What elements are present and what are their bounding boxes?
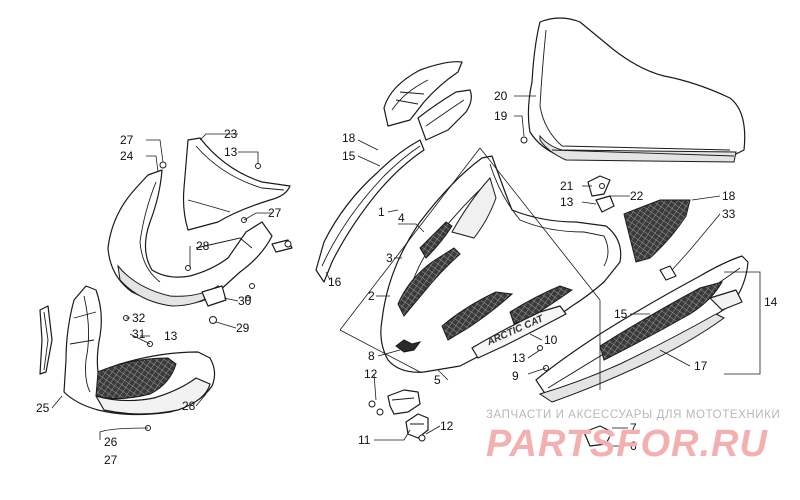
callout-label: 33 — [722, 207, 736, 221]
watermark-subtitle: ЗАПЧАСТИ И АКСЕССУАРЫ ДЛЯ МОТОТЕХНИКИ — [486, 409, 780, 421]
top-vent-lower — [417, 89, 472, 141]
callout-label: 18 — [342, 131, 356, 145]
lower-mesh — [95, 357, 177, 400]
front-mesh-left — [441, 291, 514, 341]
side-panel-mesh — [599, 281, 724, 361]
windshield-brackets — [587, 175, 615, 213]
callout-label: 13 — [164, 329, 178, 343]
callout-label: 14 — [764, 295, 778, 309]
callout-label: 7 — [630, 421, 637, 435]
callout-label: 3 — [386, 251, 393, 265]
callout-label: 28 — [182, 399, 196, 413]
trim-strip — [39, 305, 53, 375]
dash-panel — [182, 137, 291, 231]
callout-label: 22 — [630, 189, 644, 203]
callout-label: 27 — [104, 453, 118, 467]
hood-emblem — [395, 339, 422, 353]
callout-label: 19 — [494, 109, 508, 123]
callout-label: 31 — [132, 327, 146, 341]
callout-label: 27 — [120, 133, 134, 147]
windshield — [520, 17, 746, 163]
callout-label: 26 — [104, 435, 118, 449]
callout-label: 6 — [630, 439, 637, 453]
callout-label: 12 — [364, 367, 378, 381]
callout-label: 25 — [36, 401, 50, 415]
callout-label: 18 — [722, 189, 736, 203]
callout-label: 4 — [398, 211, 405, 225]
callout-label: 15 — [614, 307, 628, 321]
callout-label: 32 — [132, 311, 146, 325]
callout-label: 29 — [236, 321, 250, 335]
callout-label: 21 — [560, 179, 574, 193]
side-vent-mesh — [623, 199, 691, 263]
callout-label: 28 — [196, 239, 210, 253]
callout-label: 30 — [238, 294, 252, 308]
callout-label: 10 — [544, 333, 558, 347]
callout-label: 12 — [440, 419, 454, 433]
left-assembly — [39, 137, 293, 431]
callout-label: 20 — [494, 89, 508, 103]
callout-label: 5 — [434, 373, 441, 387]
callout-label: 15 — [342, 149, 356, 163]
hood-shell — [380, 155, 622, 373]
callout-label: 13 — [224, 145, 238, 159]
leader-lines — [51, 95, 721, 447]
watermark: ЗАПЧАСТИ И АКСЕССУАРЫ ДЛЯ МОТОТЕХНИКИ PA… — [486, 409, 780, 465]
assembly-outline — [339, 147, 601, 390]
callout-label: 11 — [358, 433, 371, 447]
watermark-brand: PARTSFOR.RU — [486, 423, 768, 465]
callout-label: 13 — [512, 351, 526, 365]
callout-label: 17 — [694, 359, 708, 373]
hood-vent-mesh-lower — [397, 247, 461, 317]
callout-label: 2 — [368, 289, 375, 303]
hood-assembly: ARCTIC CAT — [315, 61, 622, 373]
callout-label: 13 — [560, 195, 574, 209]
callout-labels: 27 24 23 13 27 28 30 29 32 31 13 25 26 2… — [36, 89, 778, 467]
callout-label: 27 — [268, 206, 282, 220]
hood-vent-mesh-upper — [419, 221, 453, 259]
callout-label: 24 — [120, 149, 134, 163]
callout-label: 23 — [224, 127, 238, 141]
callout-label: 9 — [512, 369, 519, 383]
small-bracket — [583, 425, 613, 447]
callout-label: 1 — [378, 205, 385, 219]
hood-brackets — [368, 389, 429, 442]
callout-label: 8 — [368, 349, 375, 363]
callout-label: 16 — [328, 275, 342, 289]
hood-side-trim — [315, 139, 425, 283]
